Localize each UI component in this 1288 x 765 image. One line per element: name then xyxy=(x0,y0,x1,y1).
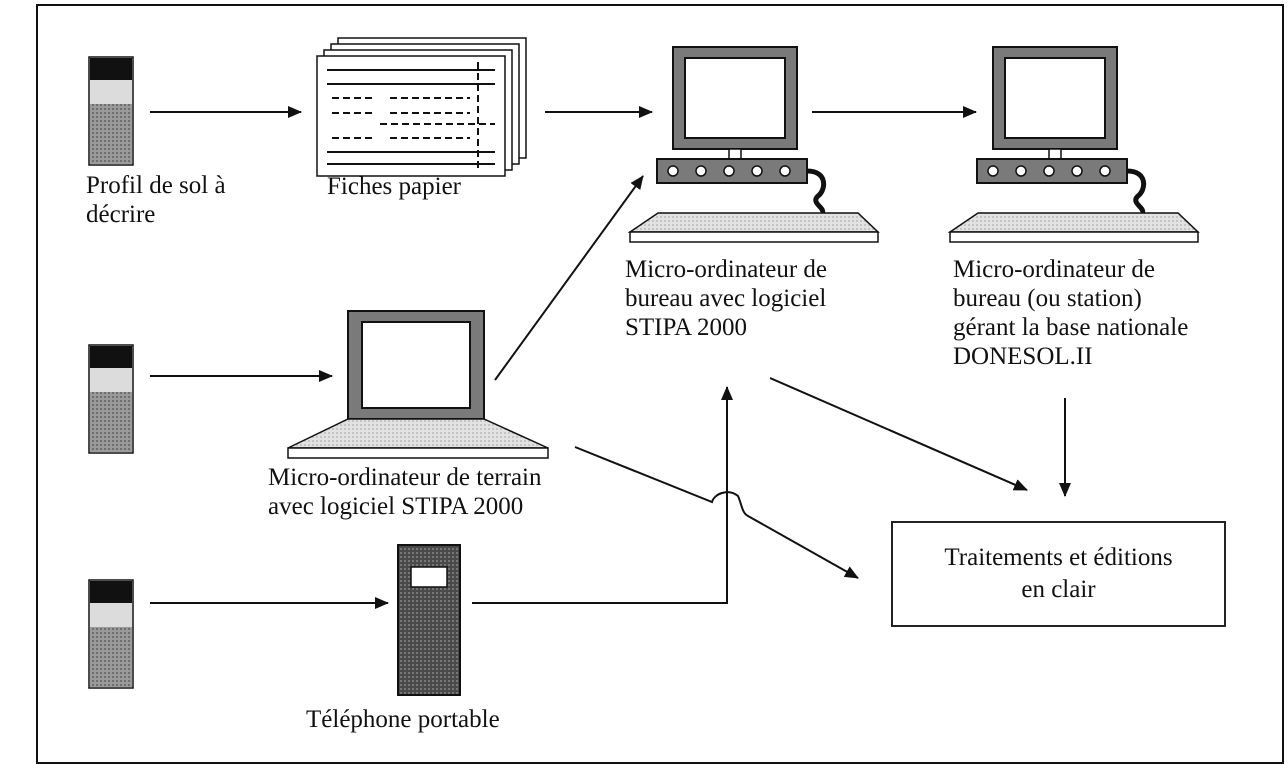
arrow-desktop-to-processing xyxy=(769,377,1028,491)
mobile-phone-label: Téléphone portable xyxy=(306,706,500,733)
arrow-phone-to-desktop xyxy=(472,386,733,604)
national-computer-label-line1: Micro-ordinateur de xyxy=(953,256,1156,283)
field-laptop-label: Micro-ordinateur de terrain avec logicie… xyxy=(268,463,542,521)
arrow-laptop-to-desktop xyxy=(494,175,644,381)
soil-profile-label: Profil de sol à décrire xyxy=(86,171,226,229)
soil-profile-label-line2: décrire xyxy=(86,201,156,228)
national-computer-label: Micro-ordinateur de bureau (ou station) … xyxy=(953,255,1188,371)
soil-profile-label-line1: Profil de sol à xyxy=(86,172,226,199)
national-computer-icon xyxy=(947,46,1200,243)
paper-sheets-label: Fiches papier xyxy=(327,173,461,200)
processing-box: Traitements et éditions en clair xyxy=(891,521,1226,627)
desktop-computer-label: Micro-ordinateur de bureau avec logiciel… xyxy=(625,255,827,342)
national-computer-label-line4: DONESOL.II xyxy=(953,343,1093,370)
soil-profile-icon-2 xyxy=(88,344,134,454)
arrow-laptop-to-processing xyxy=(574,446,859,579)
national-computer-label-line2: bureau (ou station) xyxy=(953,285,1142,312)
national-computer-label-line3: gérant la base nationale xyxy=(953,314,1189,341)
desktop-computer-label-line2: bureau avec logiciel xyxy=(625,285,827,312)
field-laptop-label-line1: Micro-ordinateur de terrain xyxy=(268,464,542,491)
desktop-computer-label-line3: STIPA 2000 xyxy=(625,314,748,341)
soil-profile-icon-1 xyxy=(88,56,134,166)
desktop-computer-icon xyxy=(627,46,880,243)
soil-profile-icon-3 xyxy=(88,579,134,689)
field-laptop-label-line2: avec logiciel STIPA 2000 xyxy=(268,493,524,520)
field-laptop-icon xyxy=(287,310,549,459)
processing-box-line2: en clair xyxy=(1021,576,1096,603)
mobile-phone-icon xyxy=(397,544,461,696)
desktop-computer-label-line1: Micro-ordinateur de xyxy=(625,256,828,283)
paper-sheets-icon xyxy=(316,37,527,177)
arrows xyxy=(150,106,1071,609)
processing-box-line1: Traitements et éditions xyxy=(944,544,1173,571)
